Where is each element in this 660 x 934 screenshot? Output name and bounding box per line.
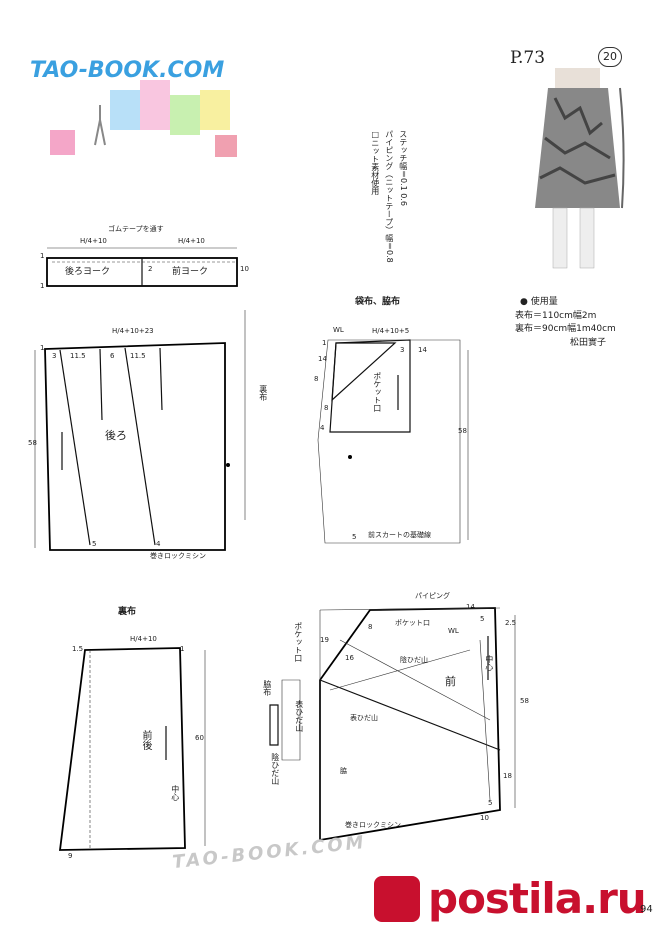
pocket-baseline: 前スカートの基礎線 bbox=[368, 531, 431, 539]
front-n58: 58 bbox=[520, 697, 529, 705]
page-number: 94 bbox=[640, 904, 653, 915]
yoke-front-label: 前ヨーク bbox=[172, 267, 209, 277]
pocket-n3: 3 bbox=[400, 346, 405, 354]
back-n1: 1 bbox=[40, 344, 45, 352]
logo: TAO-BOOK.COM bbox=[20, 50, 250, 170]
materials-title: ● 使用量 bbox=[520, 297, 558, 307]
item-number: 20 bbox=[598, 47, 622, 67]
materials-outer: 表布＝110cm幅2m bbox=[515, 311, 597, 321]
front-label: 前 bbox=[445, 675, 456, 688]
front-n18: 18 bbox=[503, 772, 512, 780]
front-n5b: 5 bbox=[488, 799, 493, 807]
postila-logo: postila.ru bbox=[368, 866, 660, 934]
note-piping: パイピング（ニットテープ）幅＝0.8 bbox=[384, 130, 394, 263]
lining-n1: 1 bbox=[180, 645, 185, 653]
yoke-back-label: 後ろヨーク bbox=[65, 267, 111, 277]
front-outer-fold: 表ひだ山 bbox=[294, 700, 304, 732]
pocket-n58: 58 bbox=[458, 427, 467, 435]
front-side: 脇 bbox=[340, 767, 347, 775]
pocket-n14b: 14 bbox=[318, 355, 327, 363]
back-hem: 巻きロックミシン bbox=[150, 552, 206, 560]
lining-title: 裏布 bbox=[118, 607, 137, 617]
pocket-n1: 1 bbox=[322, 339, 327, 347]
front-n8: 8 bbox=[368, 623, 373, 631]
yoke-formula-back: H/4+10 bbox=[80, 237, 107, 245]
note-knit: □ニット素材使用 bbox=[370, 130, 380, 195]
logo-graphic bbox=[50, 80, 237, 157]
pocket-formula: H/4+10+5 bbox=[372, 327, 410, 335]
postila-text: postila.ru bbox=[428, 874, 647, 923]
yoke-n2: 2 bbox=[148, 265, 153, 273]
skirt-photo bbox=[520, 68, 630, 283]
front-pocket: ポケット口 bbox=[395, 619, 430, 627]
back-formula: H/4+10+23 bbox=[112, 327, 154, 335]
postila-icon bbox=[374, 876, 420, 922]
yoke-tape-label: ゴムテープを通す bbox=[108, 225, 164, 233]
pocket-n8b: 8 bbox=[324, 404, 329, 412]
front-piping: パイピング bbox=[415, 592, 450, 600]
pocket-n8a: 8 bbox=[314, 375, 319, 383]
pocket-n14a: 14 bbox=[418, 346, 427, 354]
back-n58: 58 bbox=[28, 439, 37, 447]
front-hem: 巻きロックミシン bbox=[345, 821, 401, 829]
back-n115a: 11.5 bbox=[70, 352, 86, 360]
front-n25: 2.5 bbox=[505, 619, 517, 627]
back-n6: 6 bbox=[110, 352, 115, 360]
yoke-formula-front: H/4+10 bbox=[178, 237, 205, 245]
note-stitch: ステッチ幅＝0.1 0.6 bbox=[398, 130, 408, 206]
yoke-n1b: 1 bbox=[40, 282, 45, 290]
front-n5a: 5 bbox=[480, 615, 485, 623]
back-side: 裏布 bbox=[258, 385, 268, 401]
lining-center: 中心 bbox=[170, 785, 180, 801]
back-n3: 3 bbox=[52, 352, 57, 360]
page-ref: P.73 bbox=[510, 48, 546, 68]
yoke-n1: 1 bbox=[40, 252, 45, 260]
pocket-n4: 4 bbox=[320, 424, 325, 432]
front-hidden-fold2: 陰ひだ山 bbox=[270, 753, 280, 785]
materials-lining: 裏布＝90cm幅1m40cm bbox=[515, 324, 616, 334]
lining-n60: 60 bbox=[195, 734, 204, 742]
lining-front-back: 前後 bbox=[140, 730, 151, 750]
designer: 松田實子 bbox=[570, 338, 607, 348]
front-n19: 19 bbox=[320, 636, 329, 644]
back-n4: 4 bbox=[156, 540, 161, 548]
lining-n15: 1.5 bbox=[72, 645, 84, 653]
front-n10: 10 bbox=[480, 814, 489, 822]
front-hidden-fold: 陰ひだ山 bbox=[400, 656, 428, 664]
front-wl: WL bbox=[448, 627, 459, 635]
front-pocket-side: ポケット口 bbox=[293, 622, 303, 662]
front-n16: 16 bbox=[345, 654, 354, 662]
pocket-n5: 5 bbox=[352, 533, 357, 541]
yoke-n10: 10 bbox=[240, 265, 249, 273]
back-label: 後ろ bbox=[105, 429, 127, 442]
lining-n9: 9 bbox=[68, 852, 73, 860]
front-outer-fold2: 表ひだ山 bbox=[350, 714, 378, 722]
back-n5: 5 bbox=[92, 540, 97, 548]
pocket-title: 袋布、脇布 bbox=[355, 297, 401, 307]
pocket-wl: WL bbox=[333, 326, 344, 334]
lining-formula: H/4+10 bbox=[130, 635, 157, 643]
front-center: 中心 bbox=[484, 655, 494, 671]
front-side-cloth: 脇布 bbox=[262, 680, 272, 696]
logo-text: TAO-BOOK.COM bbox=[30, 58, 225, 83]
back-n115b: 11.5 bbox=[130, 352, 146, 360]
pocket-opening: ポケット口 bbox=[372, 372, 382, 412]
front-n14: 14 bbox=[466, 603, 475, 611]
